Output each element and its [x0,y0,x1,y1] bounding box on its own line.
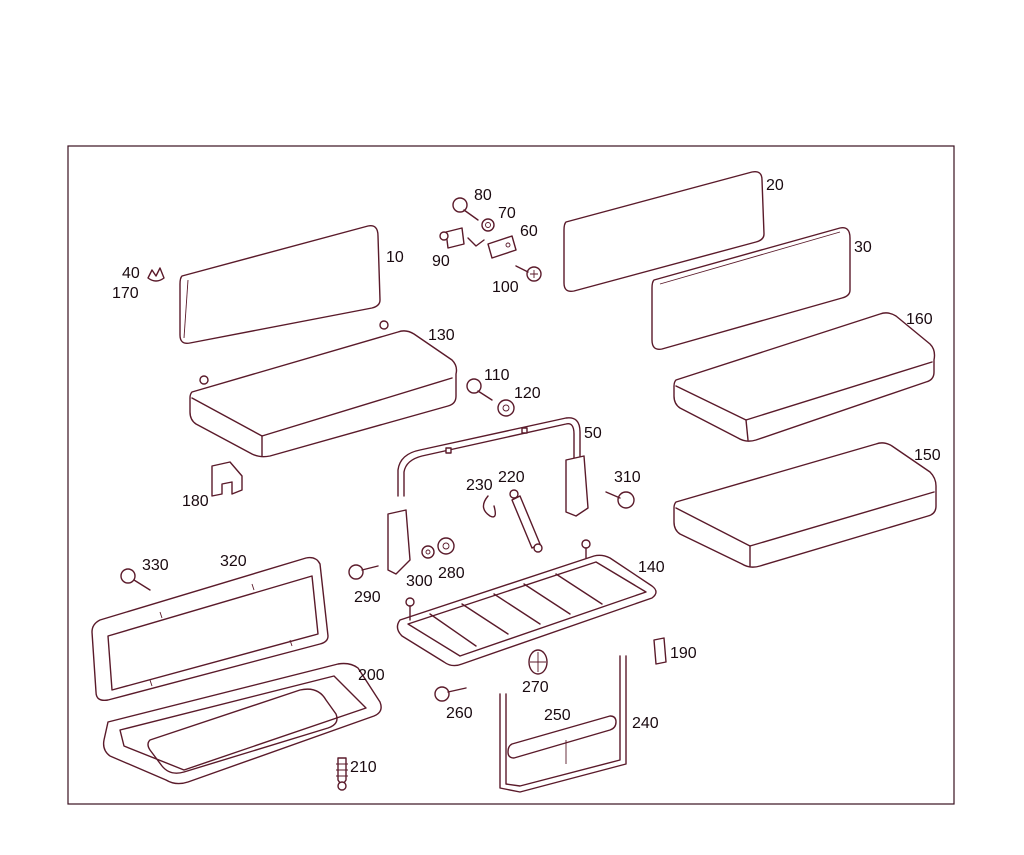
part-330-bolt [120,568,151,591]
label-10: 10 [386,249,404,266]
label-190: 190 [670,645,697,662]
part-150-seat-cushion-right-lower [673,442,937,568]
part-100-screw [515,265,542,282]
part-310-bolt [605,491,635,509]
label-120: 120 [514,385,541,402]
part-30-backrest-right-lower [651,227,851,350]
label-210: 210 [350,759,377,776]
label-290: 290 [354,589,381,606]
label-140: 140 [638,559,665,576]
label-30: 30 [854,239,872,256]
label-170: 170 [112,285,139,302]
label-70: 70 [498,205,516,222]
label-60: 60 [520,223,538,240]
label-80: 80 [474,187,492,204]
part-270-wheel [528,649,548,675]
label-100: 100 [492,279,519,296]
label-200: 200 [358,667,385,684]
part-230-spring-clip [482,495,497,518]
label-240: 240 [632,715,659,732]
part-10-backrest-left [179,225,381,345]
label-250: 250 [544,707,571,724]
part-20-backrest-right [563,170,765,293]
label-230: 230 [466,477,493,494]
label-20: 20 [766,177,784,194]
part-140-seat-frame [396,539,657,667]
label-330: 330 [142,557,169,574]
label-110: 110 [484,367,510,384]
label-220: 220 [498,469,525,486]
part-200-seat-shell [102,662,382,785]
label-160: 160 [906,311,933,328]
part-40-clip [147,267,165,282]
part-110-bolt [466,378,493,401]
part-300-washer [421,545,435,559]
label-90: 90 [432,253,450,270]
label-130: 130 [428,327,455,344]
part-130-seat-cushion-left [189,320,458,458]
label-50: 50 [584,425,602,442]
part-280-nut [437,537,455,555]
label-180: 180 [182,493,209,510]
label-270: 270 [522,679,549,696]
label-260: 260 [446,705,473,722]
part-290-bolt [348,564,379,580]
part-50-backrest-frame [387,417,589,575]
part-70-washer [481,218,495,232]
part-160-seat-cushion-right [673,312,936,442]
part-210-screw [336,757,348,791]
label-40: 40 [122,265,140,282]
label-320: 320 [220,553,247,570]
label-310: 310 [614,469,641,486]
part-190-plate [653,637,667,665]
part-180-clip [211,461,243,497]
part-240-leg [499,655,627,793]
label-150: 150 [914,447,941,464]
part-120-washer [497,399,515,417]
label-280: 280 [438,565,465,582]
diagram-frame [67,145,955,805]
part-60-plate [487,235,517,259]
part-90-hinge [439,227,485,249]
part-260-pin [434,686,467,702]
part-320-backrest-shell [91,556,329,702]
label-300: 300 [406,573,433,590]
part-250-bar [507,715,617,764]
part-220-gas-strut [509,489,543,553]
part-80-bolt [452,197,479,221]
